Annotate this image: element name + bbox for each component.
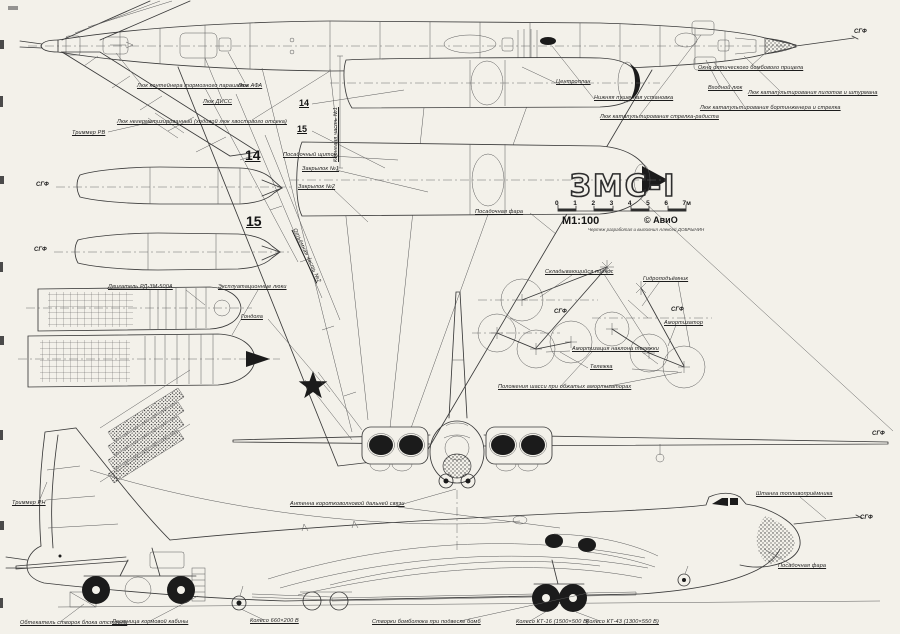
label-hydraulic-jack: Гидроподъёмник — [643, 276, 689, 282]
label-unpressurized-hatch: Люк негерметизированный (ходовой люк хво… — [117, 119, 287, 125]
label-bombsight-window: Окно оптического бомбового прицела — [698, 65, 804, 71]
label-landing-flap: Посадочный щиток — [283, 152, 337, 158]
leader-lines — [37, 34, 827, 623]
label-pilot-eject-hatch: Люк катапультирования пилотов и штурмана — [748, 90, 878, 96]
top-view — [19, 0, 894, 467]
label-bomb-bay-doors: Створки бомболюка при подвеске бомб — [372, 619, 481, 625]
label-nacelle: Гондола — [241, 314, 263, 320]
detail-pods — [54, 166, 292, 271]
scale-tick: 1 — [573, 200, 577, 207]
label-sgf-gear-left: СГФ — [554, 309, 567, 315]
label-sgf-frontview: СГФ — [872, 431, 885, 437]
front-view — [232, 291, 889, 552]
label-bogie-tilt-damping: Амортизация наклона тележки — [572, 346, 659, 352]
star-marking — [298, 371, 328, 399]
label-shock-absorber: Амортизатор — [664, 320, 704, 326]
gear-detail — [472, 260, 712, 389]
engine-cutaway — [18, 286, 280, 484]
scale-tick: 3 — [609, 200, 614, 207]
label-lower-gun-mount: Нижняя пушечная установка — [594, 95, 674, 101]
label-wheel-kt43: Колесо КТ-43 (1300×550 В) — [586, 619, 659, 625]
side-view — [5, 427, 881, 612]
label-pod15-ref: 15 — [297, 124, 308, 134]
label-sgf-pod14: СГФ — [36, 182, 49, 188]
label-sgf-sideview: СГФ — [860, 515, 873, 521]
label-folding-strut: Складывающийся подкос — [545, 269, 614, 275]
label-flap-1: Закрылок №1 — [302, 166, 340, 172]
label-aft-cabin-ladder: Лестница кормовой кабины — [112, 619, 189, 625]
label-diss-hatch: Люк ДИСС — [203, 99, 232, 105]
scale-bar-numbers: 0 1 2 3 4 5 6 7м — [555, 200, 691, 207]
label-gear-positions: Положения шасси при обжатых амортизатора… — [498, 384, 632, 390]
label-landing-light-side: Посадочная фара — [778, 563, 827, 569]
label-rudder-trim: Триммер РН — [12, 500, 46, 506]
scale-tick: 4 — [627, 200, 632, 207]
label-elevator-trim: Триммер РВ — [72, 130, 106, 136]
scale-tick: 0 — [555, 200, 559, 207]
label-gunner-eject-hatch: Люк катапультирования стрелка-радиста — [600, 114, 719, 120]
scale-tick: 6 — [664, 200, 668, 207]
label-afa-hatch: Люк АФА — [238, 83, 263, 89]
label-sgf-topview: СГФ — [854, 29, 867, 35]
label-wheel-kt16: Колесо КТ-16 (1500×500 В) — [516, 619, 589, 625]
detail-14-number: 14 — [245, 147, 261, 163]
label-pod14-ref: 14 — [299, 98, 310, 108]
scale-tick: 2 — [591, 200, 596, 207]
label-doors-fairing: Обтекатель створок блока отстрела — [20, 620, 128, 626]
scale-bar — [557, 204, 687, 212]
label-tail-wheel: Колесо 660×200 В — [250, 618, 299, 624]
label-brake-chute-hatch: Люк контейнера тормозного парашюта — [137, 83, 249, 89]
drawing-title: ЗМС-І — [569, 169, 677, 204]
detail-15-number: 15 — [246, 213, 262, 229]
credit-line: Чертеж разработал и выполнил Алексей ДОБ… — [588, 227, 705, 232]
scale-tick: 7м — [682, 200, 691, 207]
label-sgf-pod15: СГФ — [34, 247, 47, 253]
label-center-section: Центроплан — [556, 79, 591, 85]
label-engine-rd3m: Двигатель РД-3М-500А — [108, 284, 173, 290]
label-sgf-gear-right: СГФ — [671, 307, 684, 313]
label-hf-antenna: Антенна коротковолновой дальней связи — [290, 501, 405, 507]
label-bogie: Тележка — [590, 364, 613, 370]
label-engineer-eject-hatch: Люк катапультирования бортинженера и стр… — [700, 105, 841, 111]
label-landing-light-top: Посадочная фара — [475, 209, 524, 215]
scan-artifacts — [0, 6, 18, 608]
scale-tick: 5 — [646, 200, 650, 207]
label-entry-hatch: Входной люк — [708, 85, 743, 91]
label-flap-2: Закрылок №2 — [298, 184, 336, 190]
label-refueling-probe: Штанга топливоприёмника — [756, 491, 833, 497]
label-service-hatches: Эксплуатационные люки — [218, 284, 287, 290]
copyright: © АвиО — [644, 215, 678, 225]
drawing-scale: М1:100 — [562, 215, 600, 227]
